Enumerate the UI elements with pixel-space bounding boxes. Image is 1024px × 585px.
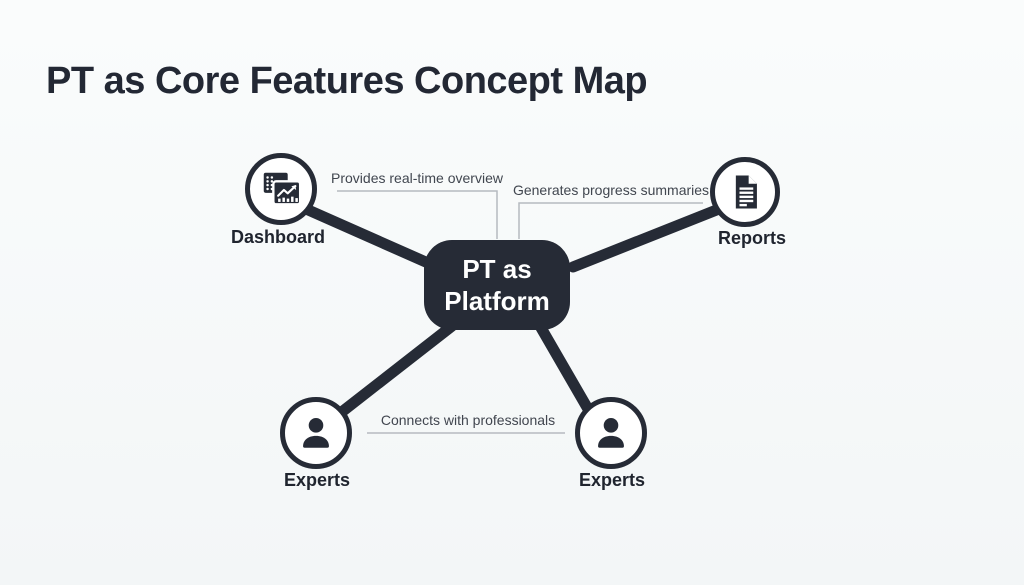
leader-line-generates <box>518 202 703 239</box>
page-title: PT as Core Features Concept Map <box>46 60 648 102</box>
node-experts-left <box>280 397 352 469</box>
edge-label-provides: Provides real-time overview <box>331 170 503 186</box>
dashboard-icon <box>261 170 302 206</box>
node-label-experts-left: Experts <box>283 470 351 490</box>
edge-label-connects: Connects with professionals <box>380 412 556 428</box>
edge-center-experts-left <box>337 320 458 417</box>
node-dashboard <box>245 153 317 225</box>
edge-dashboard-center <box>300 203 443 273</box>
person-icon <box>598 418 624 448</box>
node-experts-right <box>575 397 647 469</box>
edge-reports-center <box>567 203 725 273</box>
center-node-label-line1: PT as <box>462 253 532 284</box>
center-node-label-line2: Platform <box>444 286 550 316</box>
node-label-dashboard: Dashboard <box>230 227 326 247</box>
edge-label-generates: Generates progress summaries <box>512 182 710 198</box>
person-icon <box>303 418 329 448</box>
edge-center-experts-right <box>534 320 594 415</box>
node-label-reports: Reports <box>717 228 787 248</box>
document-icon <box>735 175 757 209</box>
node-reports <box>710 157 780 227</box>
leader-line-provides <box>337 190 498 239</box>
center-node-pt-as-platform: PT as Platform <box>424 240 570 330</box>
node-label-experts-right: Experts <box>578 470 646 490</box>
